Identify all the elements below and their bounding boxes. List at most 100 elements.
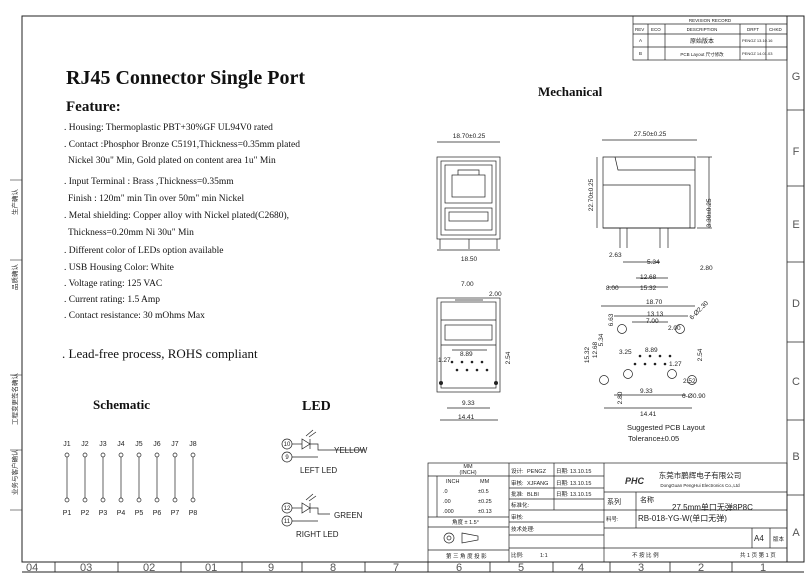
tb-text: 审核: bbox=[511, 513, 524, 521]
dim-label: 18.70 bbox=[646, 299, 663, 306]
tb-text: 第 三 角 度 投 影 bbox=[446, 552, 487, 560]
led-label: RIGHT LED bbox=[296, 530, 339, 539]
tb-text: 13.10.15 bbox=[570, 492, 591, 498]
tb-text: 批准: bbox=[511, 490, 524, 498]
dim-label: 5.34 bbox=[647, 259, 660, 266]
pcb-tolerance: Tolerance±0.05 bbox=[628, 434, 679, 443]
dim-label: 3.30±0.25 bbox=[706, 198, 713, 227]
feature-line: Nickel 30u" Min, Gold plated on content … bbox=[68, 156, 276, 166]
tb-text: A4 bbox=[754, 534, 764, 543]
pin-label: P2 bbox=[81, 510, 90, 517]
pin-label: J6 bbox=[153, 441, 161, 448]
led-label: LEFT LED bbox=[300, 466, 337, 475]
tb-text: 13.10.15 bbox=[570, 469, 591, 475]
led-heading: LED bbox=[302, 399, 331, 414]
tb-text: PENGZ bbox=[527, 469, 547, 475]
feature-line: . Voltage rating: 125 VAC bbox=[64, 279, 163, 289]
dim-label: 2.54 bbox=[697, 348, 704, 361]
leadfree-note: . Lead-free process, ROHS compliant bbox=[62, 346, 258, 361]
pcb-layout bbox=[599, 305, 697, 409]
dim-label: 1.27 bbox=[669, 361, 682, 368]
dim-label: 8.89 bbox=[645, 347, 658, 354]
rev-header: DRFT bbox=[747, 27, 759, 32]
grid-label: D bbox=[792, 298, 800, 310]
tb-text: 料号: bbox=[606, 515, 619, 523]
margin-label: 品质确认 bbox=[10, 264, 19, 291]
grid-label: 3 bbox=[638, 562, 644, 574]
pin-label: J3 bbox=[99, 441, 107, 448]
pin-label: P1 bbox=[63, 510, 72, 517]
company-en: DongGuan PengHui Electronics Co.,Ltd bbox=[660, 483, 740, 488]
grid-label: 4 bbox=[578, 562, 584, 574]
tb-text: INCH bbox=[446, 479, 459, 485]
dim-label: 18.70±0.25 bbox=[453, 133, 486, 140]
feature-line: . Housing: Thermoplastic PBT+30%GF UL94V… bbox=[64, 123, 273, 133]
pin-label: J4 bbox=[117, 441, 125, 448]
dim-label: 2.00 bbox=[668, 325, 681, 332]
tb-text: 技术处理: bbox=[511, 525, 535, 533]
dim-label: 2.00 bbox=[489, 291, 502, 298]
led-pin: 12 bbox=[284, 506, 291, 512]
side-view bbox=[596, 139, 712, 288]
tb-text: 不 按 比 例 bbox=[632, 551, 659, 559]
grid-label: 7 bbox=[393, 562, 399, 574]
dim-label: 2.80 bbox=[700, 265, 713, 272]
dim-label: 2.52 bbox=[683, 378, 696, 385]
mechanical-heading: Mechanical bbox=[538, 84, 603, 99]
tb-text: (INCH) bbox=[459, 470, 476, 476]
led-diagram bbox=[281, 429, 365, 527]
pin-label: P4 bbox=[117, 510, 126, 517]
grid-label: 9 bbox=[268, 562, 274, 574]
led-color: YELLOW bbox=[334, 446, 368, 455]
tb-text: 标准化: bbox=[511, 501, 530, 509]
grid-label: C bbox=[792, 376, 800, 388]
bottom-view bbox=[436, 297, 501, 421]
led-color: GREEN bbox=[334, 511, 363, 520]
grid-label: 02 bbox=[143, 562, 155, 574]
dim-label: 9.33 bbox=[640, 388, 653, 395]
title-block bbox=[427, 462, 788, 563]
grid-label: A bbox=[792, 527, 800, 539]
tb-text: ±0.25 bbox=[478, 499, 492, 505]
tb-text: BLBI bbox=[527, 492, 539, 498]
pin-label: P6 bbox=[153, 510, 162, 517]
grid-label: 8 bbox=[330, 562, 336, 574]
dim-label: 9.33 bbox=[462, 400, 475, 407]
feature-line: . Contact :Phosphor Bronze C5191,Thickne… bbox=[64, 140, 300, 150]
dim-label: 18.50 bbox=[461, 256, 478, 263]
rev-header: ECO bbox=[651, 27, 661, 32]
tb-text: 审核: bbox=[511, 479, 524, 487]
pin-label: J7 bbox=[171, 441, 179, 448]
tb-text: MM bbox=[463, 464, 473, 470]
dim-label: 15.32 bbox=[584, 346, 591, 363]
feature-line: Thickness=0.20mm Ni 30u" Min bbox=[68, 228, 194, 238]
pin-label: P5 bbox=[135, 510, 144, 517]
dim-label: 6.63 bbox=[608, 313, 615, 326]
rev-cell: PENGZ 14.01.03 bbox=[742, 51, 773, 56]
rev-cell: 原始版本 bbox=[690, 37, 714, 45]
company-cn: 东莞市鹏辉电子有限公司 bbox=[659, 470, 742, 480]
dim-label: 3.25 bbox=[619, 349, 632, 356]
tb-text: .000 bbox=[443, 509, 454, 515]
margin-label: 工程变更签名确认 bbox=[10, 373, 19, 426]
feature-line: . Different color of LEDs option availab… bbox=[64, 246, 224, 256]
margin-label: 生产确认 bbox=[10, 189, 19, 216]
dim-label: 5.34 bbox=[598, 333, 605, 346]
tb-text: 名称 bbox=[640, 495, 654, 504]
pin-label: P3 bbox=[99, 510, 108, 517]
grid-label: 04 bbox=[26, 562, 38, 574]
feature-line: . Contact resistance: 30 mOhms Max bbox=[64, 311, 205, 321]
grid-label: 03 bbox=[80, 562, 92, 574]
pin-label: P7 bbox=[171, 510, 180, 517]
tb-text: 1:1 bbox=[540, 553, 548, 559]
tb-text: 日期: bbox=[556, 491, 569, 498]
page-title: RJ45 Connector Single Port bbox=[66, 67, 306, 89]
margin-label: 业务与客户确认 bbox=[10, 449, 19, 495]
schematic-heading: Schematic bbox=[93, 397, 151, 412]
grid-label: F bbox=[793, 146, 800, 158]
dim-label: 14.41 bbox=[458, 414, 475, 421]
led-pin: 9 bbox=[285, 455, 289, 461]
tb-text: XJFANG bbox=[527, 481, 548, 487]
rev-header: DESCRIPTION bbox=[687, 27, 718, 32]
led-pin: 10 bbox=[284, 442, 291, 448]
